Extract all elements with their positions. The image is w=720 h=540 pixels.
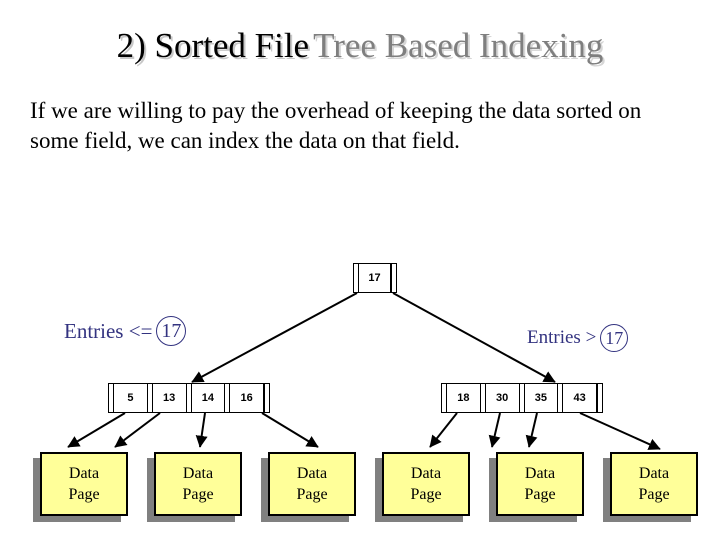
root-pointer-left (354, 264, 359, 292)
root-key-cell-0[interactable]: 17 (359, 264, 391, 292)
leafleft-pointer-0 (109, 384, 114, 412)
leafleft-pointer-3 (225, 384, 231, 412)
data-page-4[interactable]: Data Page (382, 452, 470, 516)
data-page-4-line2: Page (410, 486, 442, 503)
entries-gt-label: Entries > 17 (527, 324, 629, 352)
leafleft-pointer-4 (264, 384, 269, 412)
entries-lte-circled-value: 17 (156, 316, 187, 346)
data-page-4-line1: Data (410, 465, 442, 482)
root-index-node[interactable]: 17 (353, 263, 397, 293)
data-page-1-line2: Page (68, 486, 100, 503)
leafright-pointer-3 (558, 384, 564, 412)
data-page-3-line1: Data (296, 465, 328, 482)
data-page-1-line1: Data (68, 465, 100, 482)
leafleft-key-cell-0[interactable]: 5 (114, 384, 148, 412)
edge-leafright-ptr3 (525, 412, 538, 448)
page-title: 2) Sorted File Tree Based Indexing (0, 24, 720, 68)
data-page-5-line2: Page (524, 486, 556, 503)
entries-gt-circled-value: 17 (600, 324, 629, 352)
edge-leafleft-ptr2 (114, 412, 161, 448)
data-page-6-line1: Data (638, 465, 670, 482)
leaf-index-node-left[interactable]: 5 13 14 16 (108, 383, 270, 413)
edge-leafleft-ptr4 (261, 412, 319, 448)
edge-leafleft-ptr3 (195, 412, 208, 448)
leafright-pointer-4 (597, 384, 602, 412)
entries-lte-text: Entries <= (64, 318, 153, 343)
edge-leafright-ptr2 (488, 412, 501, 448)
edge-leafright-ptr4 (579, 412, 661, 450)
data-page-2-line2: Page (182, 486, 214, 503)
leafleft-pointer-2 (186, 384, 192, 412)
title-main-text: 2) Sorted File (116, 26, 310, 65)
data-page-2-line1: Data (182, 465, 214, 482)
data-page-6[interactable]: Data Page (610, 452, 698, 516)
data-page-5-line1: Data (524, 465, 556, 482)
edge-root-to-left-leaf (191, 292, 358, 383)
body-paragraph: If we are willing to pay the overhead of… (30, 98, 642, 153)
leafleft-key-cell-1[interactable]: 13 (152, 384, 187, 412)
leafright-key-cell-3[interactable]: 43 (563, 384, 597, 412)
leafleft-pointer-1 (147, 384, 153, 412)
data-page-5[interactable]: Data Page (496, 452, 584, 516)
entries-gt-text: Entries > (527, 327, 597, 348)
leafleft-key-cell-2[interactable]: 14 (191, 384, 226, 412)
leafright-key-cell-2[interactable]: 35 (524, 384, 559, 412)
leaf-index-node-right[interactable]: 18 30 35 43 (441, 383, 603, 413)
data-page-6-line2: Page (638, 486, 670, 503)
leafright-pointer-2 (519, 384, 525, 412)
leafright-pointer-0 (442, 384, 447, 412)
leafleft-key-cell-3[interactable]: 16 (230, 384, 264, 412)
root-pointer-right (391, 264, 396, 292)
data-page-3[interactable]: Data Page (268, 452, 356, 516)
edge-leafright-ptr1 (429, 412, 458, 448)
leafright-key-cell-1[interactable]: 30 (485, 384, 520, 412)
data-page-3-line2: Page (296, 486, 328, 503)
edge-leafleft-ptr1 (67, 412, 126, 448)
title-subtitle-text: Tree Based Indexing (313, 26, 604, 65)
leafright-key-cell-0[interactable]: 18 (447, 384, 481, 412)
entries-lte-label: Entries <= 17 (64, 316, 187, 346)
data-page-1[interactable]: Data Page (40, 452, 128, 516)
data-page-2[interactable]: Data Page (154, 452, 242, 516)
leafright-pointer-1 (480, 384, 486, 412)
